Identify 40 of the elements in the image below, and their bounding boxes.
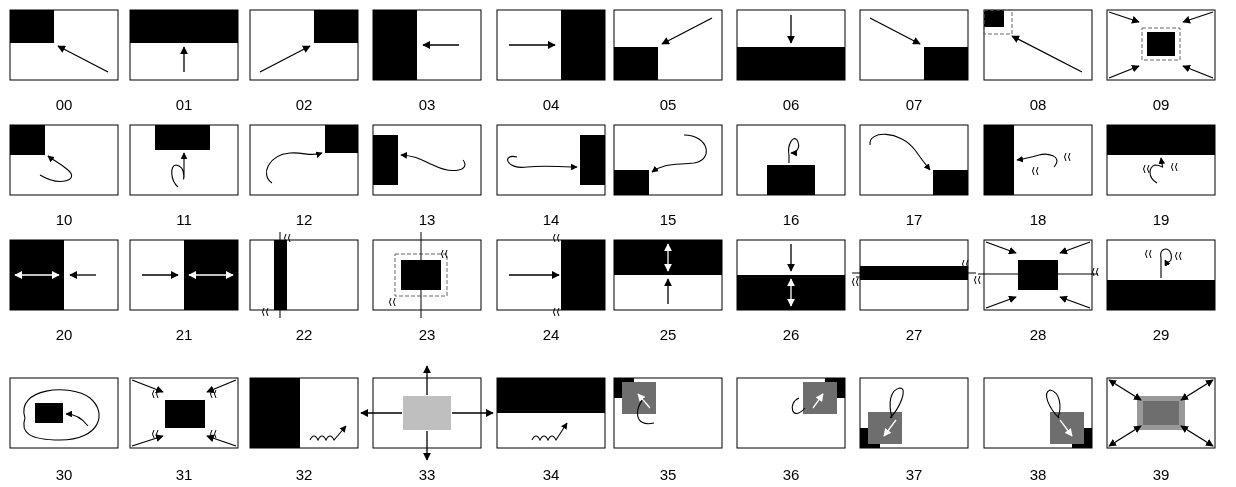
transition-number: 32: [294, 466, 314, 484]
transition-number: 11: [175, 211, 193, 229]
transition-number: 33: [417, 466, 437, 484]
transition-number: 21: [174, 326, 194, 344]
transition-number: 39: [1151, 466, 1171, 484]
transition-number: 22: [294, 326, 314, 344]
transition-number: 02: [294, 96, 314, 114]
transition-number: 10: [54, 211, 74, 229]
transition-number: 19: [1151, 211, 1171, 229]
transition-number: 04: [541, 96, 561, 114]
transition-number: 37: [904, 466, 924, 484]
transition-number: 15: [658, 211, 678, 229]
transition-number: 20: [54, 326, 74, 344]
transition-number: 35: [658, 466, 678, 484]
transition-number: 31: [174, 466, 194, 484]
transition-number: 28: [1028, 326, 1048, 344]
transition-number: 30: [54, 466, 74, 484]
transition-number: 09: [1151, 96, 1171, 114]
transition-number: 14: [541, 211, 561, 229]
transition-number: 25: [658, 326, 678, 344]
transition-number: 05: [658, 96, 678, 114]
transition-number: 06: [781, 96, 801, 114]
transition-number: 23: [417, 326, 437, 344]
transition-number: 13: [417, 211, 437, 229]
transition-number: 17: [904, 211, 924, 229]
transition-number: 36: [781, 466, 801, 484]
transition-number: 03: [417, 96, 437, 114]
transition-number: 01: [174, 96, 194, 114]
transition-number: 18: [1028, 211, 1048, 229]
transition-number: 16: [781, 211, 801, 229]
transition-number: 29: [1151, 326, 1171, 344]
transition-number: 38: [1028, 466, 1048, 484]
transition-number: 27: [904, 326, 924, 344]
transition-number: 08: [1028, 96, 1048, 114]
transition-number: 24: [541, 326, 561, 344]
transition-number: 12: [294, 211, 314, 229]
transition-number: 07: [904, 96, 924, 114]
transition-number: 00: [54, 96, 74, 114]
transition-number: 34: [541, 466, 561, 484]
transition-number: 26: [781, 326, 801, 344]
